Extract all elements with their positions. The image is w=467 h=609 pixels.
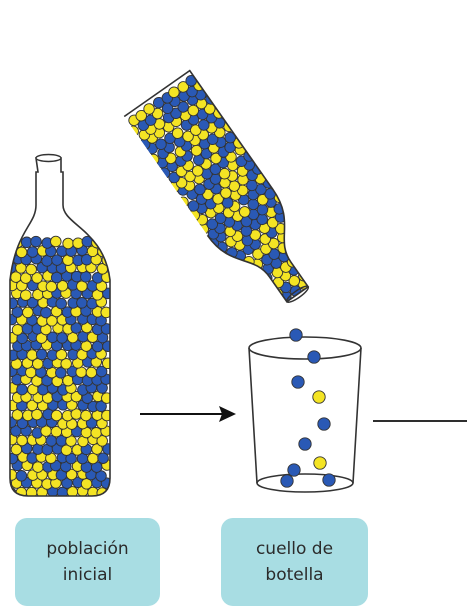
blue-bead [236,278,251,293]
process-arrow [140,406,236,422]
blue-bead [312,267,327,282]
blue-bead [320,261,335,276]
blue-bead [302,242,317,257]
yellow-bead [21,290,32,301]
yellow-bead [51,410,62,421]
label-bottleneck-line2: botella [256,562,333,588]
yellow-bead [294,238,309,253]
blue-bead [290,329,302,341]
yellow-bead [262,301,277,316]
blue-bead [281,475,293,487]
blue-bead [284,234,299,249]
bottleneck-cup-base [257,474,353,492]
yellow-bead [51,236,62,247]
pouring-bottle [119,67,338,324]
yellow-bead [17,435,28,446]
blue-bead [17,384,28,395]
yellow-bead [63,238,74,249]
blue-bead [299,438,311,450]
yellow-bead [263,290,278,305]
yellow-bead [294,248,309,263]
yellow-bead [91,428,102,439]
blue-bead [81,272,92,283]
blue-bead [300,233,315,248]
blue-bead [235,267,250,282]
blue-bead [225,263,240,278]
yellow-bead [26,264,37,275]
label-initial-population: población inicial [15,518,160,606]
label-initial-population-line1: población [46,536,128,562]
yellow-bead [102,238,113,249]
blue-bead [27,247,38,258]
blue-bead [57,333,68,344]
yellow-bead [313,391,325,403]
blue-bead [42,256,53,267]
label-bottleneck: cuello de botella [221,518,368,606]
blue-bead [7,298,18,309]
label-initial-population-line2: inicial [46,562,128,588]
yellow-bead [27,350,38,361]
bottleneck-beads [281,329,335,487]
blue-bead [16,471,27,482]
yellow-bead [311,256,326,271]
yellow-bead [12,325,23,336]
yellow-bead [245,293,260,308]
blue-bead [292,376,304,388]
blue-bead [36,349,47,360]
yellow-bead [312,247,327,262]
yellow-bead [102,358,113,369]
blue-bead [77,298,88,309]
initial-population-bottle [6,155,114,499]
pouring-bottle-beads [121,69,337,322]
blue-bead [308,351,320,363]
blue-bead [254,286,269,301]
initial-population-bottle-lip [36,155,61,162]
blue-bead [293,228,308,243]
blue-bead [51,272,62,283]
bottleneck-cup-rim [249,337,361,359]
blue-bead [255,297,270,312]
blue-bead [323,474,335,486]
yellow-bead [23,307,34,318]
blue-bead [284,225,299,240]
blue-bead [56,298,67,309]
bottleneck-cup-body [249,348,361,483]
blue-bead [288,464,300,476]
blue-bead [253,277,268,292]
bottleneck-cup [249,329,361,492]
blue-bead [318,418,330,430]
yellow-bead [86,367,97,378]
blue-bead [41,307,52,318]
yellow-bead [243,272,258,287]
yellow-bead [314,457,326,469]
yellow-bead [255,306,270,321]
blue-bead [244,283,259,298]
yellow-bead [302,262,317,277]
blue-bead [6,488,17,499]
yellow-bead [291,218,306,233]
yellow-bead [81,410,92,421]
yellow-bead [6,470,17,481]
blue-bead [31,236,42,247]
initial-population-beads [6,236,114,498]
blue-bead [303,251,318,266]
label-bottleneck-line1: cuello de [256,536,333,562]
